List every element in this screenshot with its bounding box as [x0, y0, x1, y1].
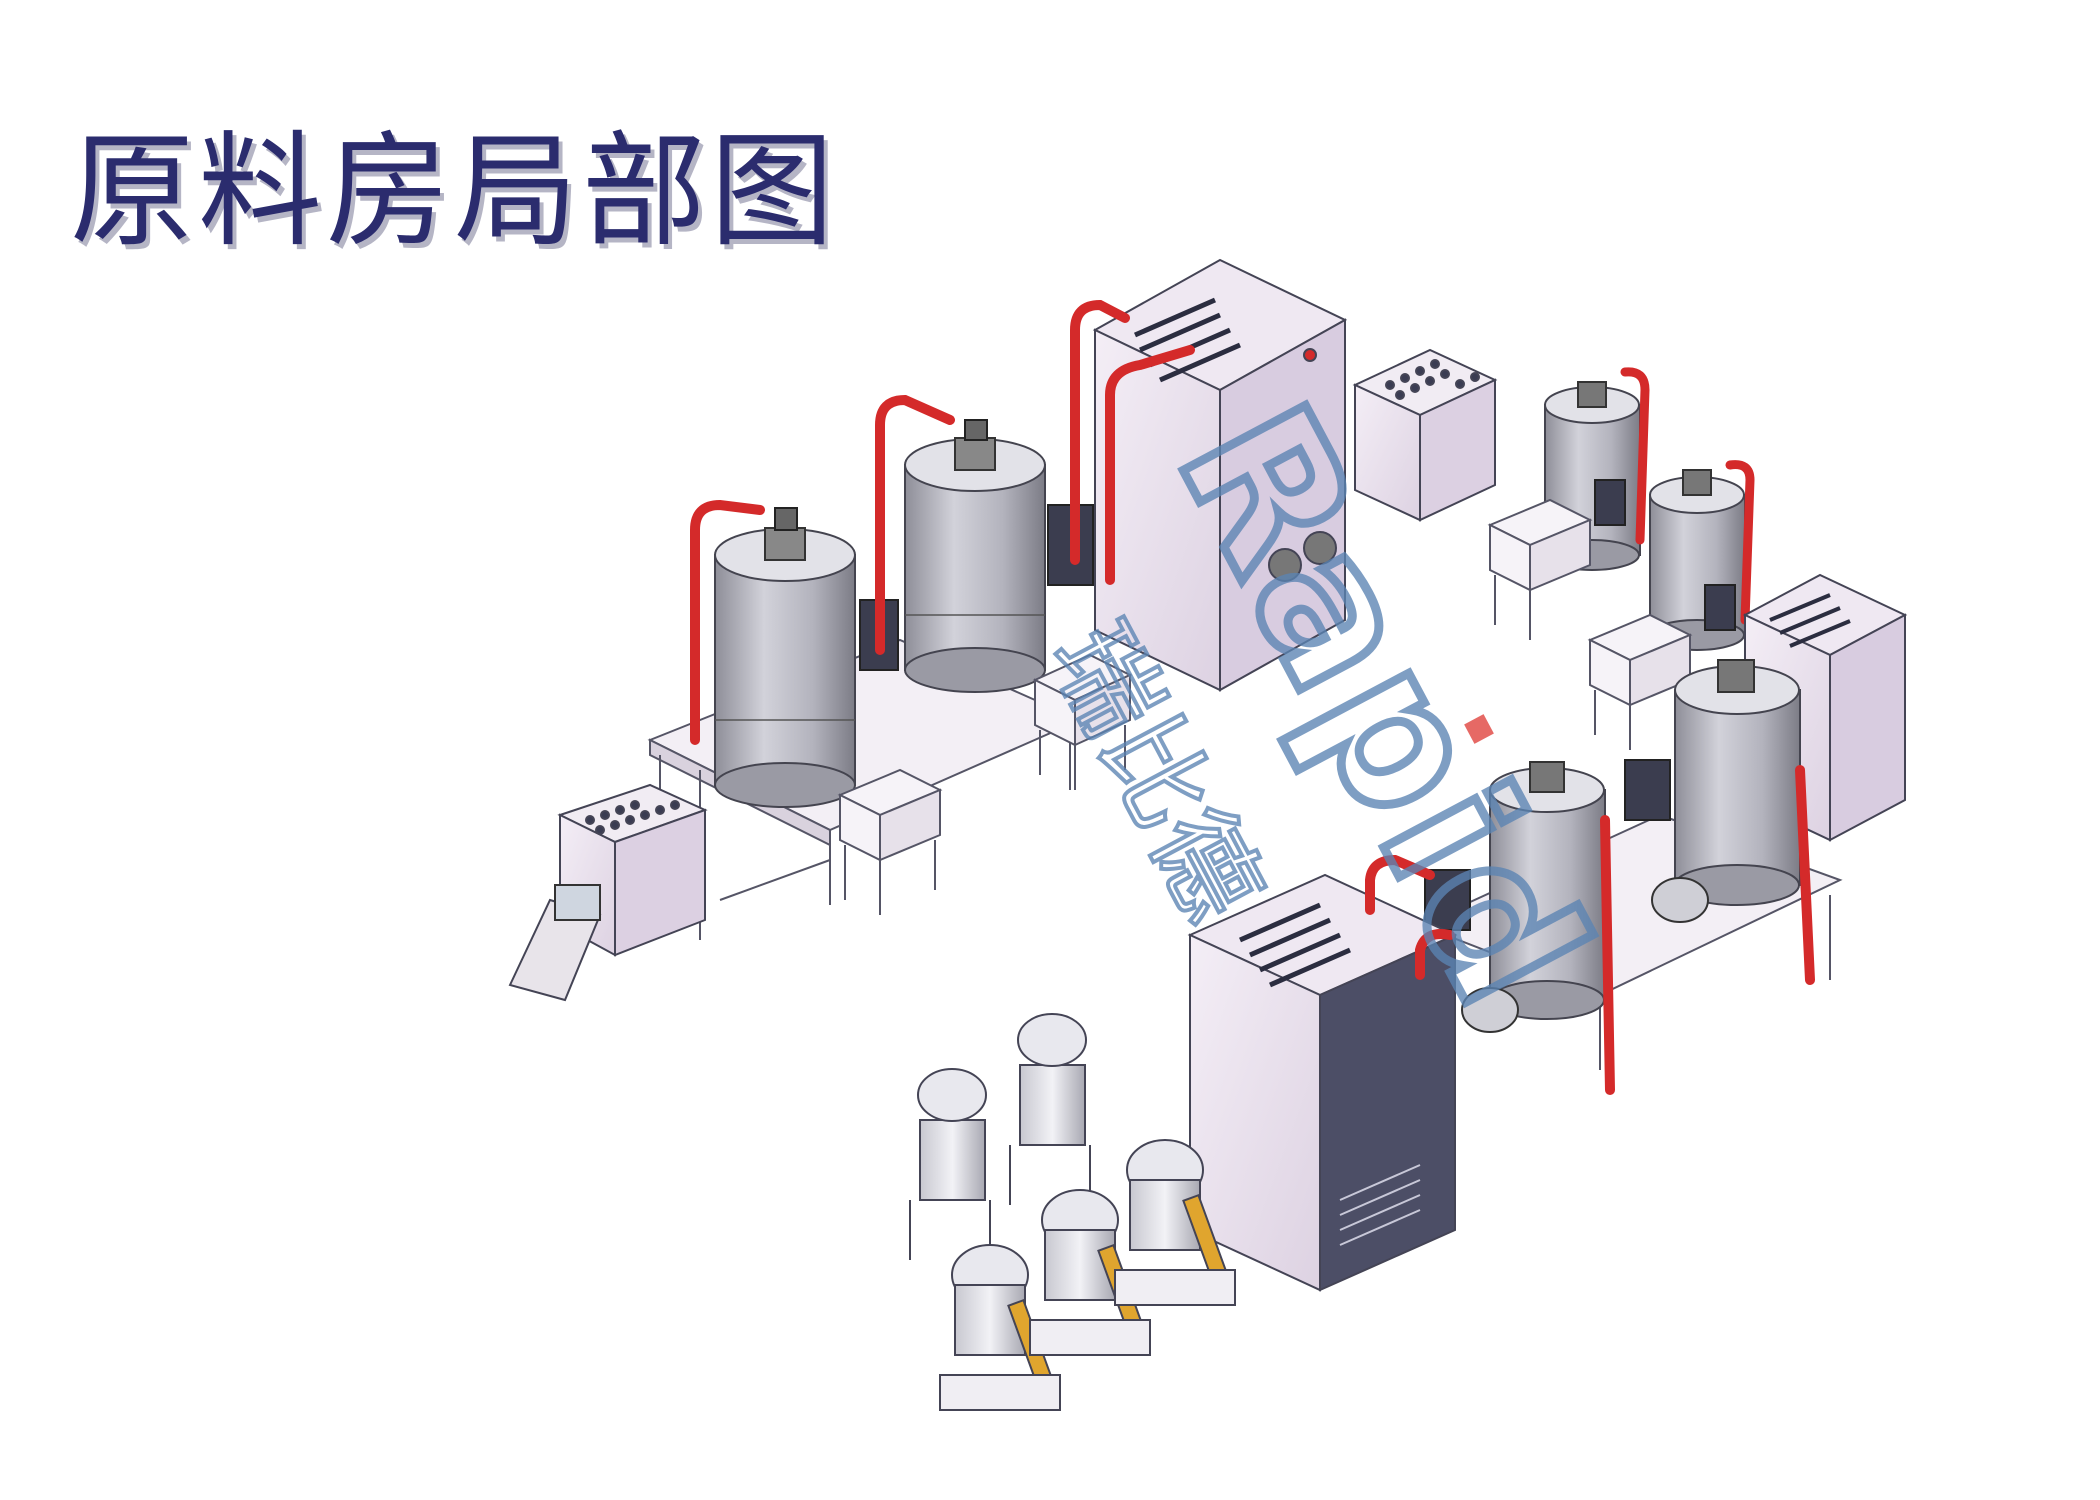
hopper-stand-3: [1487, 498, 1593, 640]
dryer-tank-4: [1649, 469, 1746, 651]
hopper-stand-4: [1587, 613, 1693, 750]
pipe-central: [1070, 299, 1130, 565]
vacuum-blowers: [939, 1139, 1236, 1411]
hopper-stand-2: [1032, 653, 1133, 790]
pipe-tank-4: [1725, 460, 1755, 625]
dryer-tank-6: [1424, 761, 1606, 1033]
dryer-tank-1: [714, 507, 899, 808]
page-title: 原料房局部图: [70, 120, 839, 264]
pipe-front-2: [1415, 929, 1455, 980]
vacuum-hoppers: [909, 1013, 1091, 1260]
pipe-tank-2: [875, 394, 955, 655]
control-cabinet-left: [508, 783, 708, 1002]
watermark-dot: [1464, 714, 1494, 744]
pipe-tank-3: [1620, 367, 1650, 545]
control-cabinet-top: [1352, 348, 1498, 522]
hopper-stand-1: [837, 768, 943, 915]
pipe-central-2: [1105, 345, 1195, 585]
front-dryer-cabinet: [1187, 873, 1458, 1292]
pipe-tank-1: [690, 499, 765, 745]
pipe-tank-6: [1600, 815, 1615, 1095]
pipe-front: [1365, 854, 1435, 915]
central-dryer-cabinet: [1092, 258, 1348, 692]
dryer-tank-2: [904, 419, 1094, 693]
pipe-tank-5: [1795, 765, 1815, 985]
